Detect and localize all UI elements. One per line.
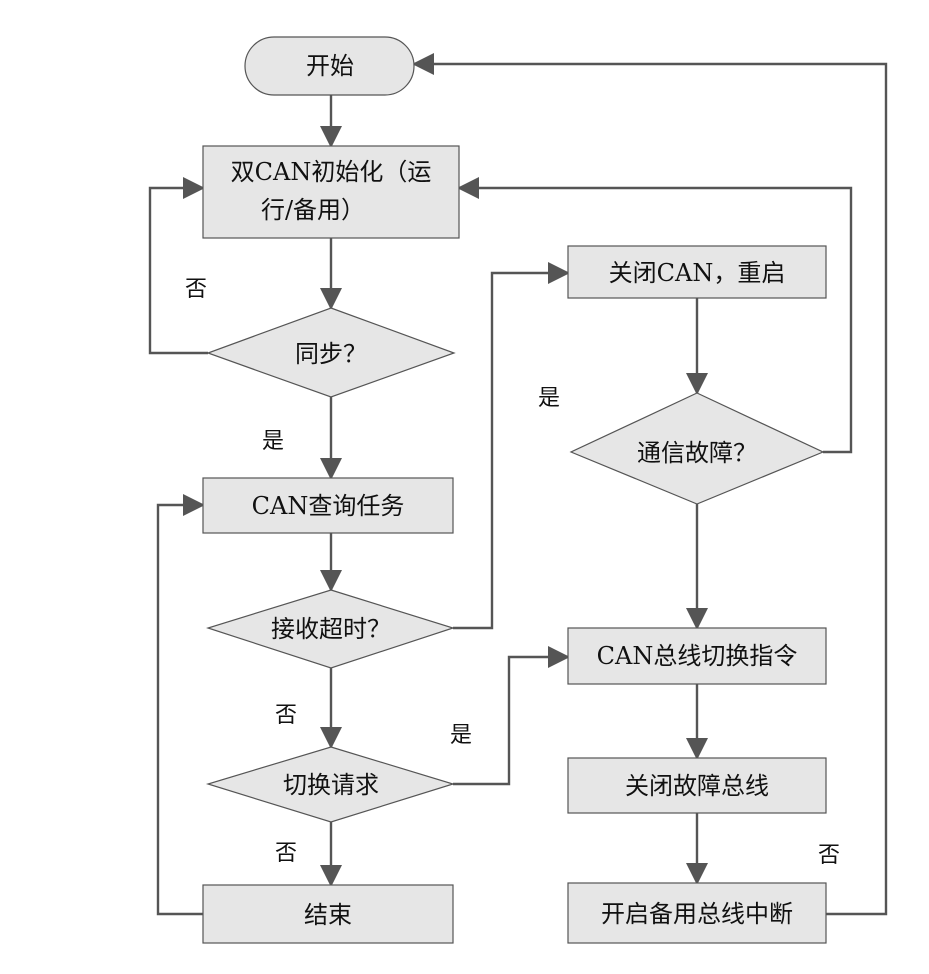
close-fault-bus-node: 关闭故障总线 [567, 757, 827, 814]
start-node: 开始 [244, 36, 415, 96]
timeout-yes-label: 是 [538, 386, 560, 411]
end-node: 结束 [202, 884, 454, 944]
query-label: CAN查询任务 [252, 492, 405, 520]
open-backup-interrupt-label: 开启备用总线中断 [601, 900, 793, 928]
comm-fault-label: 通信故障？ [637, 439, 757, 467]
init-node: 双CAN初始化（运 行/备用） [202, 145, 460, 239]
switch-no-label: 否 [275, 841, 297, 866]
bus-switch-command-node: CAN总线切换指令 [567, 627, 827, 685]
timeout-decision: 接收超时？ [206, 589, 455, 669]
sync-decision: 同步？ [206, 307, 456, 398]
bus-switch-command-label: CAN总线切换指令 [597, 642, 798, 670]
close-restart-label: 关闭CAN，重启 [609, 259, 786, 287]
edge-fault-loop [457, 177, 853, 454]
timeout-label: 接收超时？ [271, 615, 391, 643]
comm-fault-decision: 通信故障？ [569, 392, 825, 505]
sync-yes-label: 是 [262, 429, 284, 454]
start-label: 开始 [306, 52, 354, 80]
init-label-line2: 行/备用） [261, 196, 365, 224]
connectors [148, 53, 888, 916]
switch-request-label: 切换请求 [283, 771, 379, 799]
close-fault-bus-label: 关闭故障总线 [625, 772, 769, 800]
edge-end-to-query [156, 494, 205, 916]
edge-sync-no-loop [148, 177, 208, 355]
close-restart-node: 关闭CAN，重启 [567, 245, 827, 299]
open-backup-interrupt-node: 开启备用总线中断 [567, 882, 827, 944]
edge-timeout-yes [453, 262, 570, 630]
edge-labels: 否 是 是 否 是 否 否 [185, 277, 840, 868]
sync-label: 同步？ [295, 340, 367, 368]
timeout-no-label: 否 [275, 703, 297, 728]
query-node: CAN查询任务 [202, 477, 454, 534]
init-label-line1: 双CAN初始化（运 [231, 158, 432, 186]
end-label: 结束 [304, 901, 352, 929]
switch-yes-label: 是 [450, 723, 472, 748]
edge-switch-yes [453, 646, 570, 786]
sync-no-label: 否 [185, 277, 207, 302]
fault-no-label: 否 [818, 843, 840, 868]
switch-request-decision: 切换请求 [205, 746, 456, 823]
edge-backup-to-start [412, 53, 888, 916]
